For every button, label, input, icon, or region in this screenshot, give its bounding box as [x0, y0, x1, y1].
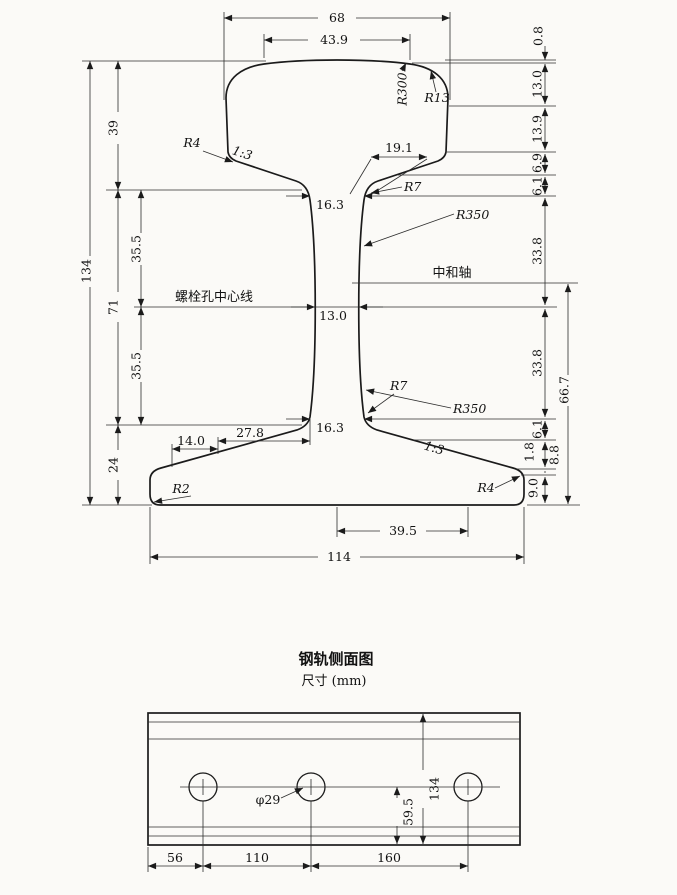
- hole-centerlines: [180, 779, 500, 795]
- dim-web-bottom-label: 16.3: [316, 420, 344, 435]
- dim-web-region-label: 71: [106, 299, 121, 315]
- side-view-drawing: 钢轨侧面图 尺寸 (mm): [147, 650, 521, 872]
- dim-web-top-label: 16.3: [316, 197, 344, 212]
- bolt-centerline-label: 螺栓孔中心线: [175, 290, 253, 305]
- chain-right-10-label: 9.0: [526, 478, 541, 498]
- chain-right-2-label: 13.9: [530, 115, 545, 143]
- dim-head-height-label: 39: [106, 120, 121, 136]
- chain-right-7-label: 6.1: [530, 419, 545, 439]
- dim-end-to-hole-label: 56: [167, 850, 183, 865]
- radius-head-web-fillet-label: R7: [403, 179, 421, 194]
- neutral-axis-label: 中和轴: [432, 266, 471, 281]
- chain-right-0-label: 0.8: [531, 26, 546, 46]
- dim-base-step2-label: 27.8: [236, 425, 264, 440]
- rail-body-side: [147, 712, 521, 846]
- extension-lines: [82, 12, 580, 564]
- dim-head-width-label: 68: [329, 10, 345, 25]
- dim-base-half-label: 39.5: [389, 523, 417, 538]
- side-view-title: 钢轨侧面图: [298, 650, 373, 668]
- dim-head-underside-label: 19.1: [385, 140, 413, 155]
- radius-base-corner-left-label: R2: [171, 481, 189, 496]
- chain-right-8-label: 8.8: [547, 445, 562, 465]
- side-view-dimension-lines: [148, 714, 468, 870]
- leader-lines: [153, 62, 521, 504]
- hole-diameter-label: φ29: [256, 792, 281, 807]
- dim-head-top-label: 43.9: [320, 32, 348, 47]
- rail-profile-outline: [149, 59, 525, 506]
- dimension-labels: 68 43.9 134 39 71 24 35.5 35.5 0.8 13.0 …: [79, 10, 572, 564]
- chain-right-4-label: 6.1: [530, 176, 545, 196]
- dim-hole-spacing-1-label: 110: [245, 850, 269, 865]
- hole-height-label: 59.5: [401, 798, 416, 826]
- dim-base-step1-label: 14.0: [177, 433, 205, 448]
- radius-head-side-label: R4: [182, 135, 200, 150]
- cross-section-drawing: 68 43.9 134 39 71 24 35.5 35.5 0.8 13.0 …: [79, 10, 580, 564]
- side-view-labels: φ29 134 59.5 56 110 160: [167, 777, 441, 865]
- radius-web-base-fillet-label: R7: [389, 378, 407, 393]
- chain-right-3-label: 6.9: [530, 153, 545, 173]
- dim-web-lower-half-label: 35.5: [129, 352, 144, 380]
- dim-total-height-label: 134: [79, 259, 94, 283]
- radius-web-upper-label: R350: [455, 207, 489, 222]
- side-height-label: 134: [427, 777, 442, 801]
- chain-right-5-label: 33.8: [530, 237, 545, 265]
- radius-head-corner-label: R13: [423, 90, 449, 105]
- dim-web-mid-label: 13.0: [319, 308, 347, 323]
- slope-base-label: 1:3: [423, 438, 447, 458]
- side-view-units: 尺寸 (mm): [302, 674, 367, 689]
- dimension-lines: [86, 14, 572, 561]
- side-view-surface-lines: [148, 721, 520, 837]
- dim-base-width-label: 114: [327, 549, 351, 564]
- chain-right-6-label: 33.8: [530, 349, 545, 377]
- dim-neutral-axis-height-label: 66.7: [557, 376, 572, 404]
- dim-hole-spacing-2-label: 160: [377, 850, 401, 865]
- radius-base-edge-right-label: R4: [476, 480, 494, 495]
- dim-base-height-label: 24: [106, 457, 121, 473]
- radius-crown-label: R300: [395, 72, 410, 106]
- radius-web-lower-label: R350: [452, 401, 486, 416]
- chain-right-1-label: 13.0: [530, 70, 545, 98]
- dim-web-upper-half-label: 35.5: [129, 235, 144, 263]
- side-view-extension-lines: [147, 801, 469, 872]
- chain-right-9-label: 1.8: [522, 442, 537, 462]
- slope-head-label: 1:3: [231, 142, 255, 162]
